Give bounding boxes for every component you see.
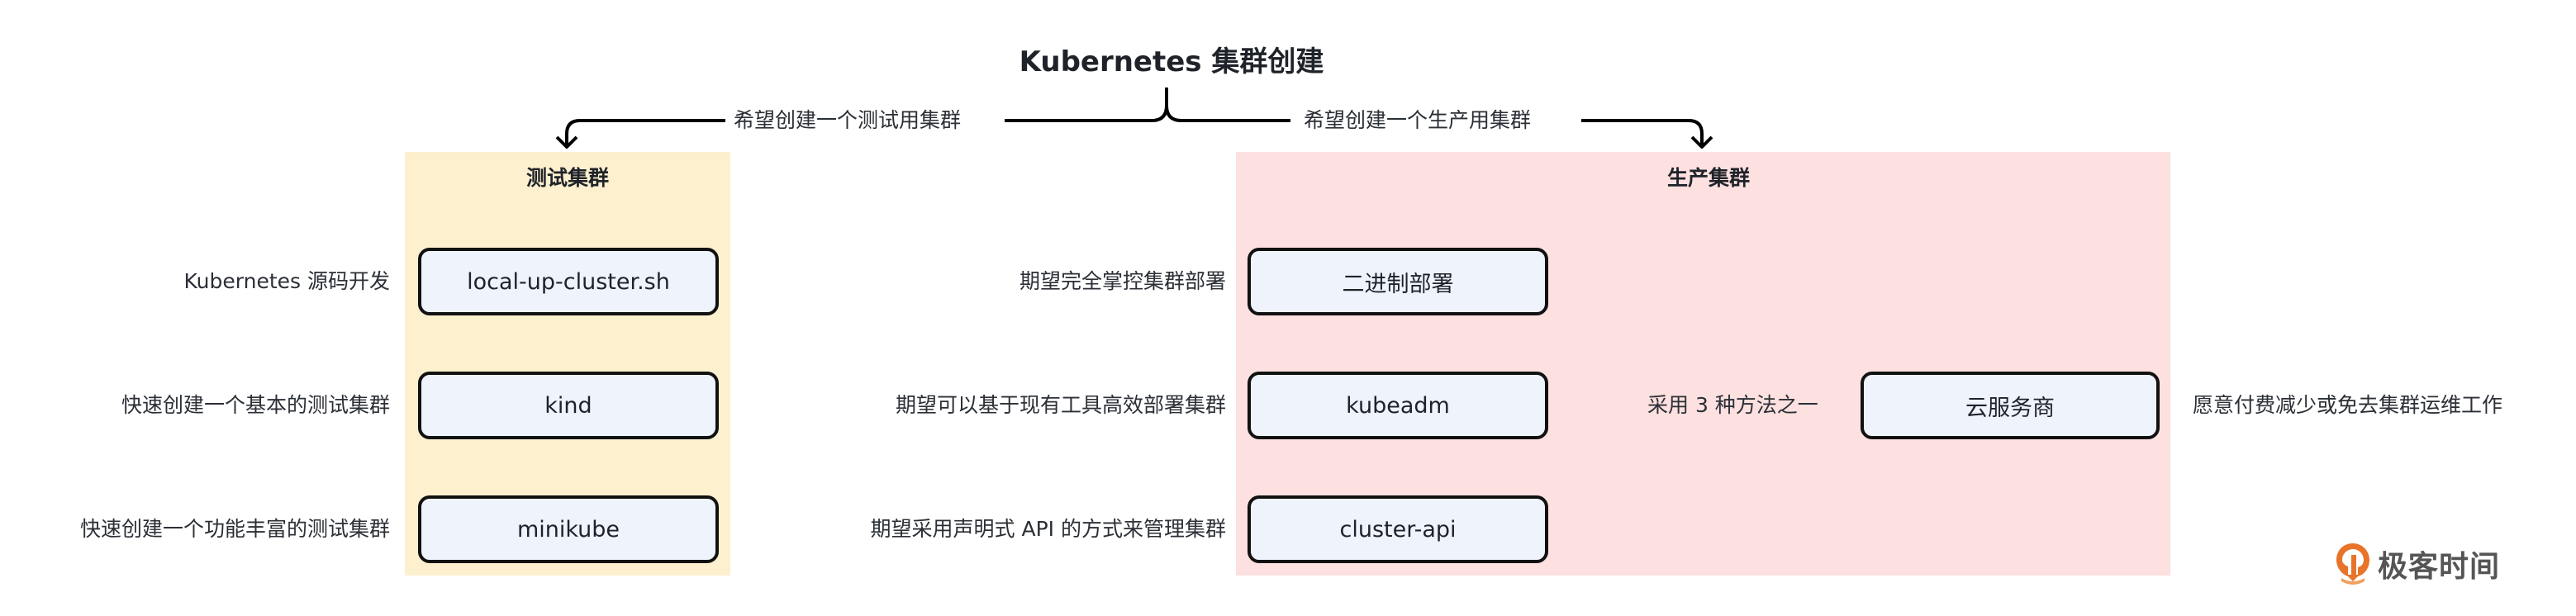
purpose-binary-deploy: 期望完全掌控集群部署	[1019, 269, 1226, 293]
node-cloud-provider[interactable]: 云服务商	[1861, 372, 2160, 439]
title-brace-right	[1165, 105, 1290, 122]
node-minikube[interactable]: minikube	[418, 495, 719, 563]
arrow-to-prod	[1581, 119, 1704, 147]
edge-label-prod: 希望创建一个生产用集群	[1300, 106, 1535, 135]
purpose-minikube: 快速创建一个功能丰富的测试集群	[79, 517, 390, 541]
geektime-logo-icon	[2336, 543, 2369, 585]
arrow-to-test	[565, 119, 725, 147]
node-binary-deploy[interactable]: 二进制部署	[1248, 248, 1548, 315]
purpose-cluster-api: 期望采用声明式 API 的方式来管理集群	[870, 517, 1226, 541]
purpose-local-up-cluster: Kubernetes 源码开发	[183, 269, 390, 293]
arrowhead-prod	[1690, 135, 1713, 149]
edge-label-test: 希望创建一个测试用集群	[730, 106, 965, 135]
geektime-logo: 极客时间	[2335, 542, 2500, 586]
arrowhead-test	[555, 135, 578, 149]
node-cluster-api[interactable]: cluster-api	[1248, 495, 1548, 563]
node-local-up-cluster[interactable]: local-up-cluster.sh	[418, 248, 719, 315]
purpose-cloud-provider: 愿意付费减少或免去集群运维工作	[2193, 393, 2503, 417]
geektime-logo-text: 极客时间	[2378, 550, 2501, 584]
test-cluster-title: 测试集群	[525, 166, 609, 190]
node-kind[interactable]: kind	[418, 372, 719, 439]
node-kubeadm[interactable]: kubeadm	[1248, 372, 1548, 439]
prod-cluster-title: 生产集群	[1666, 166, 1750, 190]
title-brace	[1005, 88, 1168, 122]
purpose-kubeadm: 期望可以基于现有工具高效部署集群	[895, 393, 1226, 417]
choice-label: 采用 3 种方法之一	[1647, 393, 1818, 417]
diagram-title: Kubernetes 集群创建	[1019, 45, 1324, 78]
purpose-kind: 快速创建一个基本的测试集群	[121, 393, 390, 417]
